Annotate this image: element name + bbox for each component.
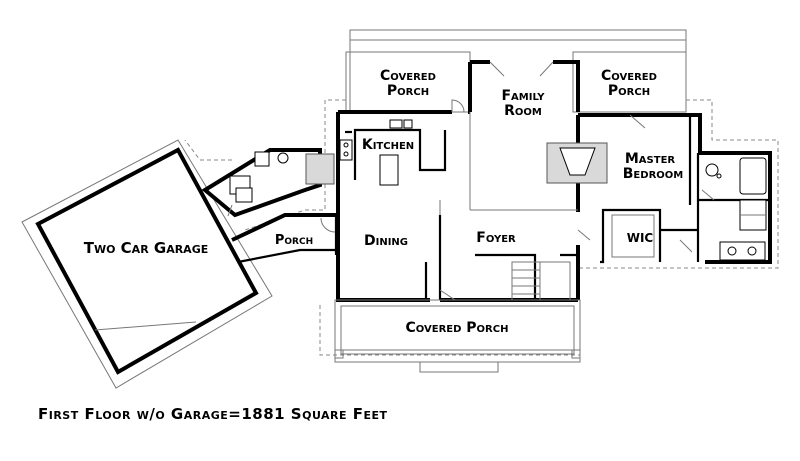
laundry-wing [201,148,335,218]
room-label-garage: Two Car Garage [84,239,209,257]
room-label-wic: WIC [627,231,654,245]
overhang-lines [184,99,779,356]
room-label-family-room-2: Room [504,103,542,119]
room-label-covered-porch-front: Covered Porch [406,320,509,336]
room-label-master-bedroom-2: Bedroom [623,166,684,182]
room-label-covered-porch-left-2: Porch [387,83,429,99]
stairs [511,261,571,301]
doors [227,61,715,301]
room-label-master-bedroom: Master [625,151,676,167]
garage [21,139,273,389]
room-label-covered-porch-right-2: Porch [608,83,650,99]
kitchen-fixtures [339,119,413,186]
room-label-kitchen: Kitchen [362,137,414,153]
fireplace [546,142,608,184]
room-label-porch: Porch [275,233,313,248]
front-porch [334,299,581,373]
room-label-covered-porch-right: Covered [601,68,657,84]
room-label-foyer: Foyer [476,230,516,246]
room-label-family-room: Family [501,88,545,104]
bath-fixtures [705,157,767,261]
room-label-dining: Dining [364,233,408,249]
room-label-covered-porch-left: Covered [380,68,436,84]
floor-area-caption: First Floor w/o Garage=1881 Square Feet [38,405,388,423]
